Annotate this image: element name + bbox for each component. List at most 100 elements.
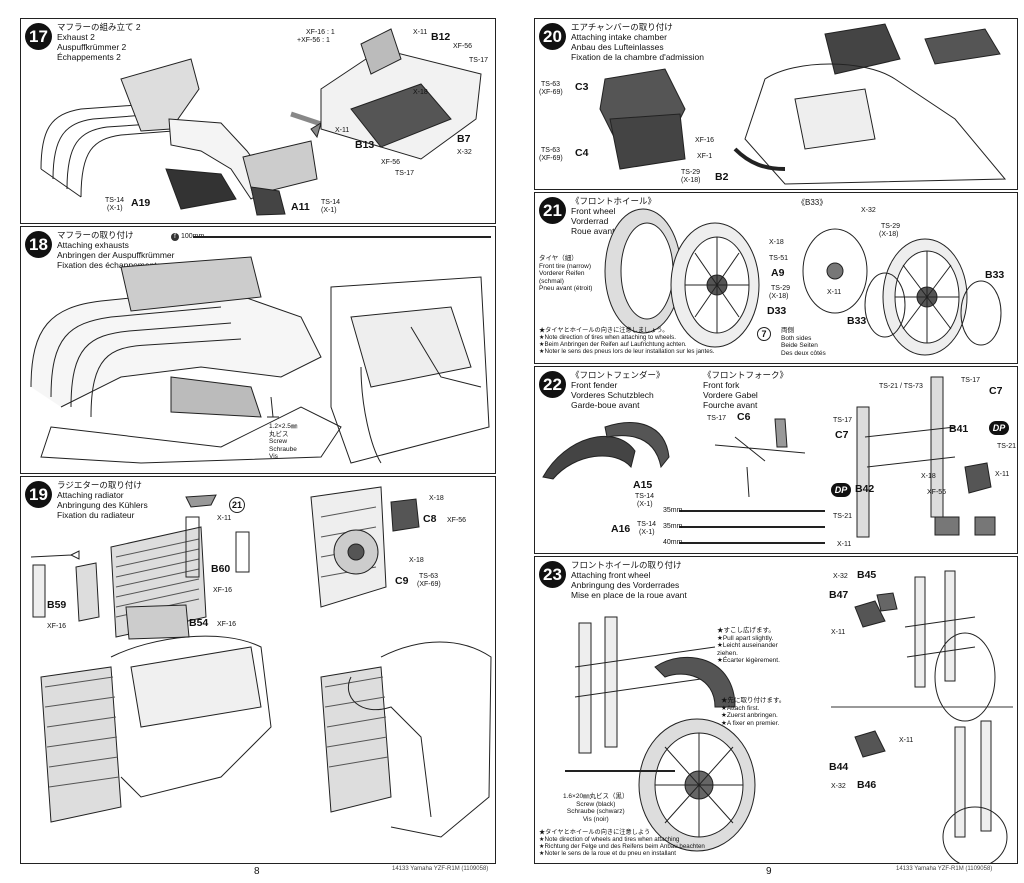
part-c3: C3	[575, 81, 589, 93]
label-xf16: XF-16	[213, 587, 233, 594]
part-b46: B46	[857, 779, 877, 791]
tube-h-length: 35mm	[663, 523, 683, 530]
dp-badge: DP	[831, 483, 851, 497]
wheel-direction-notes: ★タイヤとホイールの向きに注意しよう ★Note direction of wh…	[539, 829, 705, 857]
part-b13: B13	[355, 139, 375, 151]
step-17-panel: 17 マフラーの組み立て 2 Exhaust 2 Auspuffkrümmer …	[20, 18, 496, 224]
part-c8: C8	[423, 513, 437, 525]
part-c4: C4	[575, 147, 589, 159]
step-title: 《フロントホイール》 Front wheel Vorderrad Roue av…	[571, 196, 657, 236]
label-ts17: TS-17	[961, 377, 981, 384]
label-xf16: XF-16	[695, 137, 715, 144]
label-ts63: TS-63	[541, 147, 561, 154]
step-number: 20	[539, 23, 566, 50]
step-title: フロントホイールの取り付け Attaching front wheel Anbr…	[571, 560, 687, 600]
label-ts51: TS-51	[769, 255, 789, 262]
label-x11: X-11	[899, 737, 914, 744]
both-sides-label: 両側 Both sides Beide Seiten Des deux côté…	[781, 327, 826, 357]
part-c7: C7	[835, 429, 849, 441]
part-21: 21	[229, 497, 245, 513]
label-ts29: TS-29	[771, 285, 791, 292]
part-b47: B47	[829, 589, 849, 601]
label-x18: X-18	[409, 557, 424, 564]
label-ts63: TS-63	[419, 573, 439, 580]
part-a16: A16	[611, 523, 631, 535]
label-x18: X-18	[921, 473, 936, 480]
front-wheel-drawing	[604, 208, 1002, 356]
label-ts17: TS-17	[395, 170, 415, 177]
label-x1: (X-1)	[107, 205, 123, 212]
tube-g-length: 35mm	[663, 507, 683, 514]
label-x18: X-18	[429, 495, 444, 502]
label-ts21: TS-21	[997, 443, 1017, 450]
label-x11: X-11	[995, 471, 1010, 478]
dp-badge: DP	[989, 421, 1009, 435]
part-b12: B12	[431, 31, 451, 43]
label-ts21: TS-21	[833, 513, 853, 520]
tire-direction-notes: ★タイヤとホイールの向きに注意しましょう。 ★Note direction of…	[539, 327, 715, 355]
step-21-panel: 21 《フロントホイール》 Front wheel Vorderrad Roue…	[534, 192, 1018, 364]
part-b54: B54	[189, 617, 209, 629]
part-a19: A19	[131, 197, 151, 209]
step-number: 19	[25, 481, 52, 508]
part-a15: A15	[633, 479, 653, 491]
step-title: ラジエターの取り付け Attaching radiator Anbringung…	[57, 480, 148, 520]
part-b33: B33	[847, 315, 867, 327]
step-number: 18	[25, 231, 52, 258]
label-ts17: TS-17	[469, 57, 489, 64]
step-22-panel: 22 《フロントフェンダー》 Front fender Vorderes Sch…	[534, 366, 1018, 554]
part-b42: B42	[855, 483, 875, 495]
step-18-panel: 18 マフラーの取り付け Attaching exhausts Anbringe…	[20, 226, 496, 474]
label-ts14: TS-14	[637, 521, 657, 528]
label-xf16: XF-16	[47, 623, 67, 630]
label-x11: X-11	[413, 29, 428, 36]
paint-mix-2: +XF-56 : 1	[297, 37, 330, 44]
front-wheel-install-drawing	[565, 570, 1013, 863]
label-xf1: XF-1	[697, 153, 713, 160]
part-b2: B2	[715, 171, 729, 183]
part-c6: C6	[737, 411, 751, 423]
label-ts63: TS-63	[541, 81, 561, 88]
label-x11: X-11	[217, 515, 232, 522]
label-x1: (X-1)	[639, 529, 655, 536]
label-xf69: (XF-69)	[539, 89, 563, 96]
label-x1: (X-1)	[321, 207, 337, 214]
label-ts17: TS-17	[707, 415, 727, 422]
part-7: 7	[757, 327, 771, 341]
label-xf56: XF-56	[447, 517, 467, 524]
part-b60: B60	[211, 563, 231, 575]
step-number: 22	[539, 371, 566, 398]
label-xf56: XF-56	[381, 159, 401, 166]
part-b45: B45	[857, 569, 877, 581]
label-x32: X-32	[833, 573, 848, 580]
label-xf69: (XF-69)	[417, 581, 441, 588]
label-x11: X-11	[827, 289, 842, 296]
label-ts14: TS-14	[321, 199, 341, 206]
part-b44: B44	[829, 761, 849, 773]
page-footer: 14133 Yamaha YZF-R1M (1109058)	[896, 866, 993, 872]
page-right: 20 エアチャンバーの取り付け Attaching intake chamber…	[512, 0, 1024, 883]
step-23-panel: 23 フロントホイールの取り付け Attaching front wheel A…	[534, 556, 1018, 864]
attach-first-note: ★先に取り付けます。 ★Attach first. ★Zuerst anbrin…	[721, 697, 786, 727]
fender-fork-drawing	[542, 376, 996, 544]
label-xf56: XF-56	[453, 43, 473, 50]
label-x11: X-11	[837, 541, 852, 548]
screw-spec: 1.6×20㎜丸ビス（黒） Screw (black) Schraube (sc…	[563, 793, 629, 823]
fork-title: 《フロントフォーク》 Front fork Vordere Gabel Four…	[703, 370, 789, 410]
tire-label: タイヤ（細） Front tire (narrow) Vorderer Reif…	[539, 255, 593, 292]
step-number: 23	[539, 561, 566, 588]
label-ts14: TS-14	[635, 493, 655, 500]
label-x18: (X-18)	[681, 177, 701, 184]
paint-mix-1: XF-16 : 1	[306, 29, 335, 36]
tube-i-length: 40mm	[663, 539, 683, 546]
intake-chamber-drawing	[599, 23, 1007, 185]
exhaust-assembly-drawing	[40, 28, 482, 216]
label-x32: X-32	[457, 149, 472, 156]
spread-note: ★すこし広げます。 ★Pull apart slightly. ★Leicht …	[717, 627, 780, 664]
page-number: 9	[766, 866, 772, 877]
step-title: エアチャンバーの取り付け Attaching intake chamber An…	[571, 22, 704, 62]
label-x18: X-18	[769, 239, 784, 246]
tube-length-label: f 100mm	[171, 233, 204, 241]
label-ts14: TS-14	[105, 197, 125, 204]
step-19-panel: 19 ラジエターの取り付け Attaching radiator Anbring…	[20, 476, 496, 864]
